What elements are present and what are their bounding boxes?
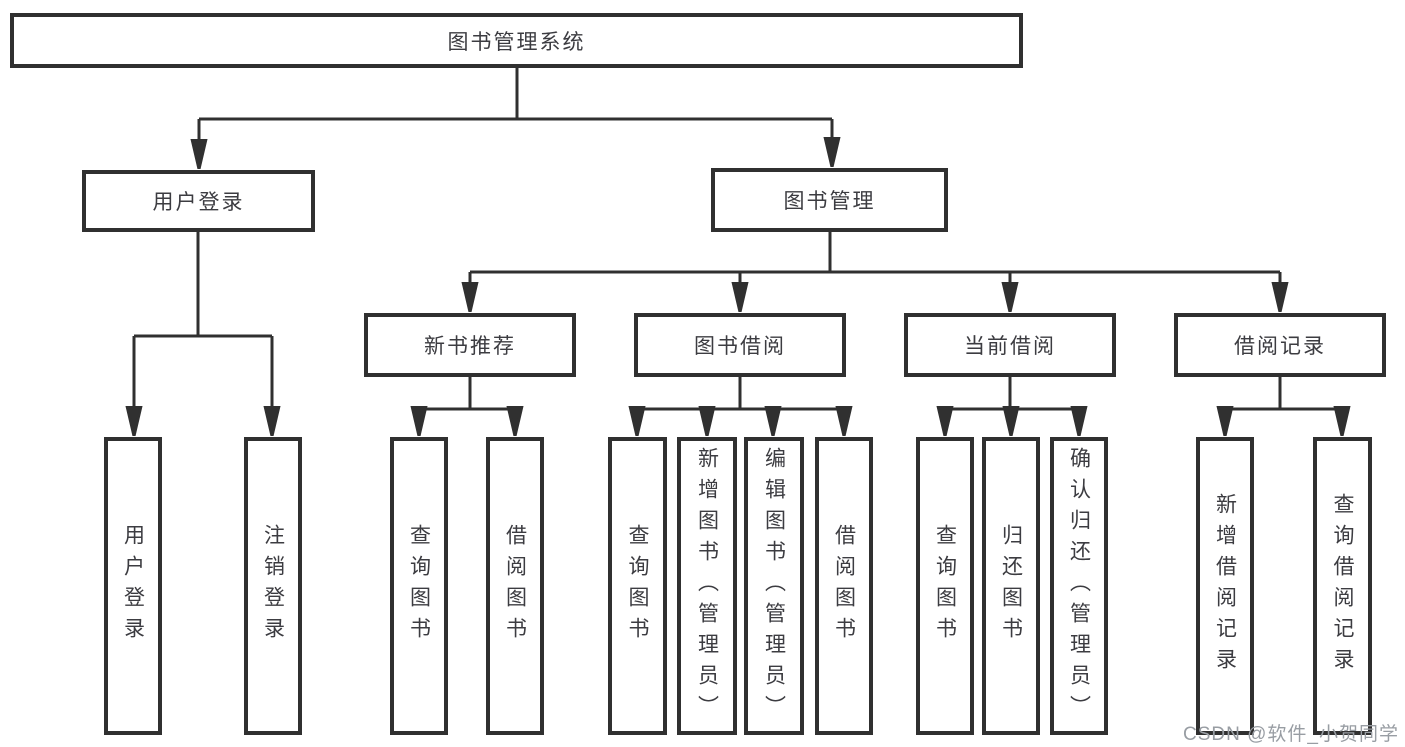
leaf-borrow-books-recommend-label: 借阅图书 (503, 524, 527, 648)
leaf-user-login-label: 用户登录 (121, 524, 145, 648)
node-current-borrow-label: 当前借阅 (964, 335, 1056, 358)
watermark: CSDN @软件_小贺同学 (1183, 724, 1399, 745)
node-book-borrow-label: 图书借阅 (694, 335, 786, 358)
leaf-logout: 注销登录 (244, 437, 302, 735)
node-current-borrow: 当前借阅 (904, 313, 1116, 377)
node-new-book-recommend-label: 新书推荐 (424, 335, 516, 358)
leaf-edit-books-admin: 编辑图书（管理员） (744, 437, 804, 735)
leaf-edit-books-admin-label: 编辑图书（管理员） (762, 446, 786, 726)
leaf-borrow-books-label: 借阅图书 (832, 524, 856, 648)
leaf-confirm-return-admin: 确认归还（管理员） (1050, 437, 1108, 735)
leaf-logout-label: 注销登录 (261, 524, 285, 648)
leaf-borrow-books-recommend: 借阅图书 (486, 437, 544, 735)
leaf-add-books-admin: 新增图书（管理员） (677, 437, 737, 735)
leaf-add-books-admin-label: 新增图书（管理员） (695, 446, 719, 726)
leaf-query-books-current-label: 查询图书 (933, 524, 957, 648)
node-book-management: 图书管理 (711, 168, 948, 232)
node-borrow-records: 借阅记录 (1174, 313, 1386, 377)
leaf-return-books-label: 归还图书 (999, 524, 1023, 648)
node-user-login-label: 用户登录 (152, 191, 245, 214)
leaf-query-books-recommend-label: 查询图书 (407, 524, 431, 648)
leaf-query-borrow-record: 查询借阅记录 (1313, 437, 1372, 735)
leaf-add-borrow-record: 新增借阅记录 (1196, 437, 1254, 735)
leaf-borrow-books: 借阅图书 (815, 437, 873, 735)
leaf-return-books: 归还图书 (982, 437, 1040, 735)
leaf-user-login: 用户登录 (104, 437, 162, 735)
node-new-book-recommend: 新书推荐 (364, 313, 576, 377)
node-book-borrow: 图书借阅 (634, 313, 846, 377)
leaf-query-books-recommend: 查询图书 (390, 437, 448, 735)
leaf-query-books-borrow: 查询图书 (608, 437, 667, 735)
leaf-confirm-return-admin-label: 确认归还（管理员） (1067, 446, 1091, 726)
leaf-add-borrow-record-label: 新增借阅记录 (1213, 493, 1237, 679)
node-root-label: 图书管理系统 (447, 30, 586, 54)
leaf-query-books-borrow-label: 查询图书 (626, 524, 649, 648)
leaf-query-borrow-record-label: 查询借阅记录 (1331, 493, 1354, 679)
leaf-query-books-current: 查询图书 (916, 437, 974, 735)
node-borrow-records-label: 借阅记录 (1234, 335, 1326, 358)
node-root: 图书管理系统 (10, 13, 1023, 68)
node-user-login: 用户登录 (82, 170, 315, 232)
node-book-management-label: 图书管理 (783, 190, 876, 213)
